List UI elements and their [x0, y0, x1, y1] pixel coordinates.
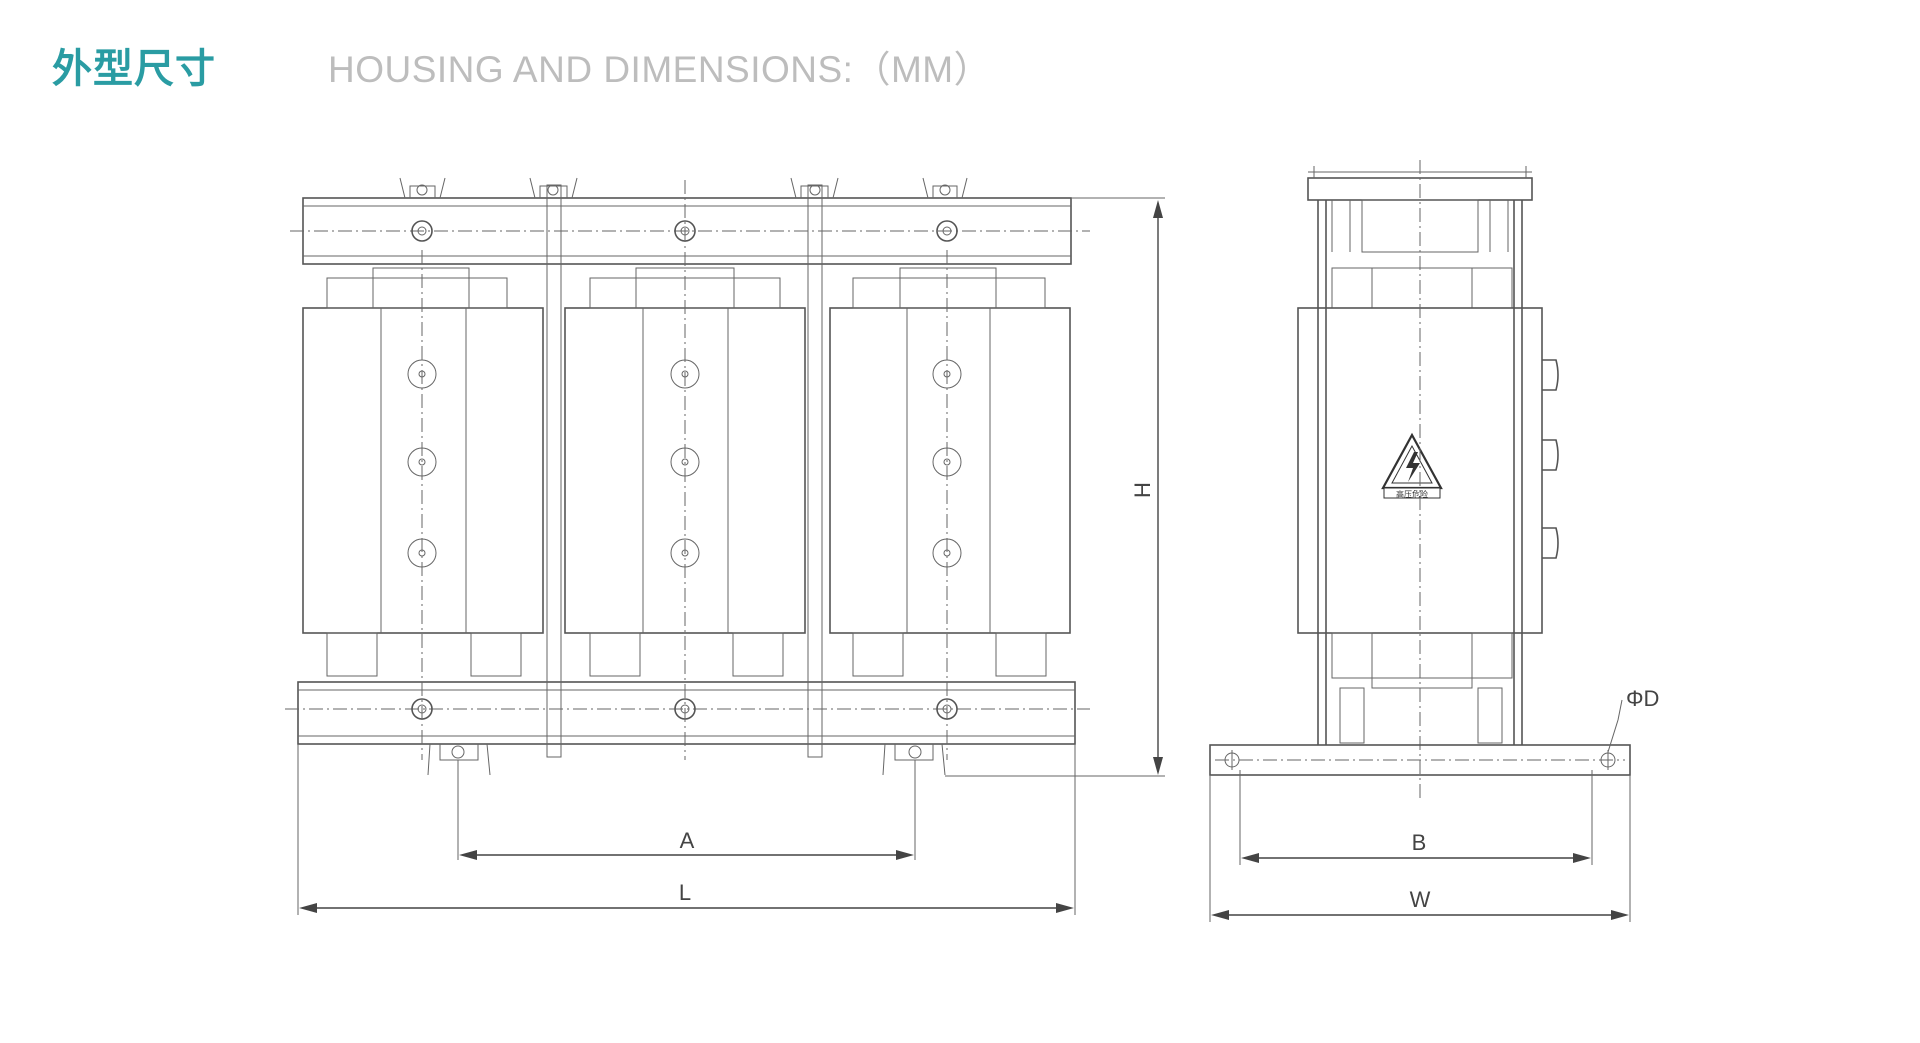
dimension-h: H	[945, 197, 1165, 777]
top-lugs	[399, 177, 968, 199]
page-header: 外型尺寸 HOUSING AND DIMENSIONS:（MM）	[52, 36, 991, 96]
dimension-w-label: W	[1410, 887, 1431, 912]
warning-sign-text: 高压危险	[1396, 489, 1428, 499]
dimension-a-label: A	[680, 828, 695, 853]
warning-sign-icon: 高压危险	[1381, 432, 1443, 499]
front-view: H A L	[285, 177, 1165, 915]
dimension-h-label: H	[1130, 482, 1155, 498]
dimension-phid: ΦD	[1607, 686, 1659, 753]
page-title: 外型尺寸	[52, 46, 216, 92]
dimension-a: A	[457, 760, 916, 860]
dimension-phid-label: ΦD	[1626, 686, 1659, 711]
base-feet	[427, 743, 946, 776]
dimension-w: W	[1209, 775, 1631, 922]
side-bushings	[1542, 359, 1559, 559]
coils	[302, 180, 1071, 760]
dimension-l: L	[297, 744, 1076, 915]
page-subtitle: HOUSING AND DIMENSIONS:（MM）	[328, 49, 992, 90]
coil-taps	[407, 359, 962, 568]
dimension-l-label: L	[679, 880, 691, 905]
side-view: 高压危险 ΦD B	[1209, 160, 1659, 922]
dimension-b-label: B	[1412, 830, 1427, 855]
dimension-b: B	[1239, 770, 1593, 865]
